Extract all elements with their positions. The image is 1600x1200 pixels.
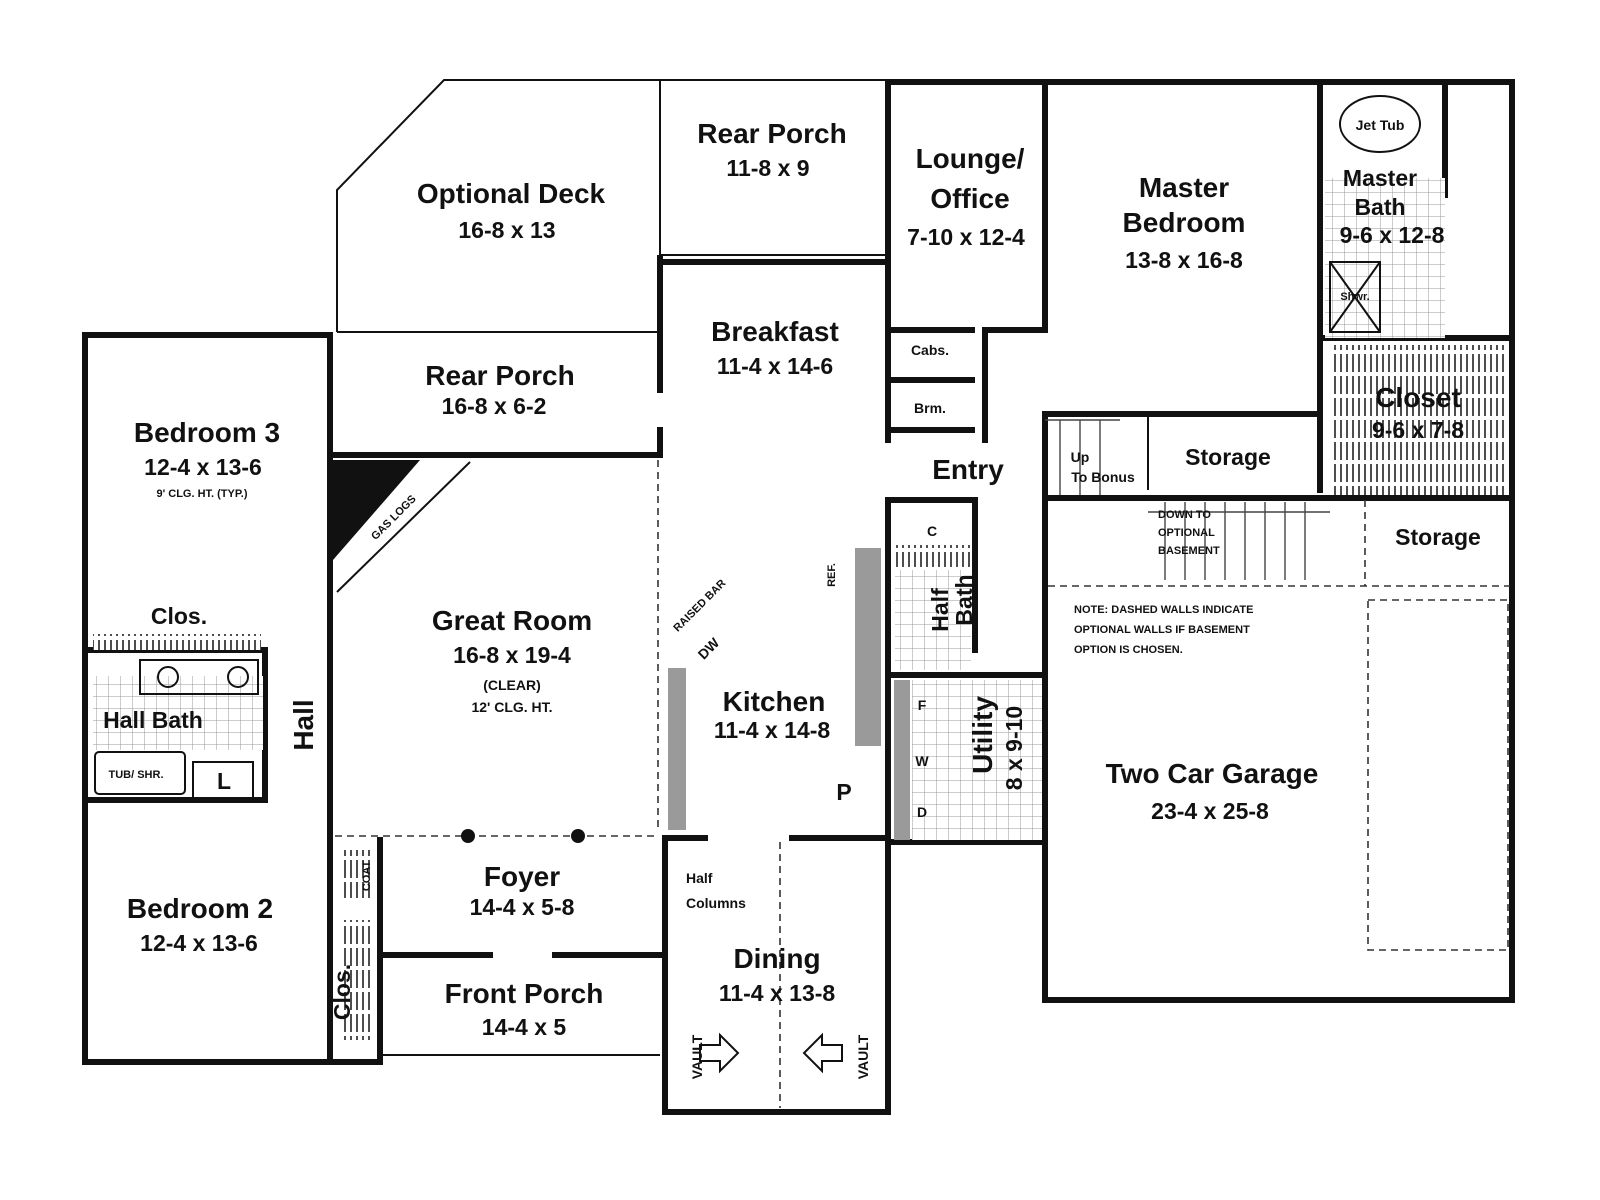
master-bath-name-1: Master [1343,165,1417,191]
rear-porch-top-size: 11-8 x 9 [726,155,809,181]
rear-porch-left-name: Rear Porch [425,360,574,391]
bedroom3-closet-label: Clos. [151,603,207,629]
refrigerator-label: REF. [826,563,838,587]
great-room-size: 16-8 x 19-4 [453,642,571,668]
utility-size: 8 x 9-10 [1001,706,1027,790]
note-line-3: OPTION IS CHOSEN. [1074,644,1183,656]
entry-name: Entry [932,454,1004,485]
hall-name: Hall [288,699,319,750]
walls [82,79,1515,1115]
half-bath-name-1: Half [927,588,953,632]
hall-bath-name: Hall Bath [103,707,203,733]
bedroom2-size: 12-4 x 13-6 [140,930,258,956]
master-bedroom-name-2: Bedroom [1123,207,1246,238]
dryer-label: D [917,804,927,820]
bedroom3-note: 9' CLG. HT. (TYP.) [156,488,247,500]
master-bath-name-2: Bath [1354,194,1405,220]
bedroom3-size: 12-4 x 13-6 [144,454,262,480]
half-columns-label-2: Columns [686,895,746,911]
dishwasher-label: DW [695,634,723,662]
vault-left-label: VAULT [689,1034,705,1079]
storage-right-name: Storage [1395,524,1481,550]
foyer-size: 14-4 x 5-8 [470,894,575,920]
front-porch-name: Front Porch [445,978,604,1009]
lounge-size: 7-10 x 12-4 [907,224,1025,250]
rear-porch-top-name: Rear Porch [697,118,846,149]
washer-label: W [915,753,929,769]
room-labels: Optional Deck 16-8 x 13 Rear Porch 11-8 … [103,118,1481,1040]
cabinets-label: Cabs. [911,342,949,358]
garage-size: 23-4 x 25-8 [1151,798,1269,824]
great-room-name: Great Room [432,605,592,636]
utility-name: Utility [967,696,998,774]
coat-closet-label: COAT [361,861,373,892]
plan-note: NOTE: DASHED WALLS INDICATE OPTIONAL WAL… [1074,604,1253,656]
half-columns-label-1: Half [686,870,713,886]
foyer-name: Foyer [484,861,560,892]
kitchen-size: 11-4 x 14-8 [714,717,831,743]
stairs-down-label-3: BASEMENT [1158,545,1220,557]
stairs-up-label-1: Up [1071,449,1090,465]
dining-name: Dining [733,943,820,974]
jet-tub-label: Jet Tub [1356,117,1405,133]
master-bedroom-size: 13-8 x 16-8 [1125,247,1243,273]
storage-upper-name: Storage [1185,444,1271,470]
stairs-down-label-1: DOWN TO [1158,509,1211,521]
rear-porch-left-size: 16-8 x 6-2 [442,393,547,419]
stairs-up-label-2: To Bonus [1071,469,1135,485]
broom-closet-label: Brm. [914,400,946,416]
pantry-label: P [836,779,851,805]
vault-right-label: VAULT [855,1034,871,1079]
freezer-label: F [918,697,927,713]
kitchen-name: Kitchen [723,686,826,717]
shower-label: Shwr. [1340,291,1369,303]
entry-closet-label: C [927,523,937,539]
closet-name: Closet [1375,382,1461,413]
bedroom3-name: Bedroom 3 [134,417,280,448]
master-bedroom-name-1: Master [1139,172,1229,203]
raised-bar-label: RAISED BAR [671,577,728,634]
tub-shower-label: TUB/ SHR. [109,769,164,781]
lounge-name-1: Lounge/ [916,143,1025,174]
note-line-1: NOTE: DASHED WALLS INDICATE [1074,604,1253,616]
bedroom2-name: Bedroom 2 [127,893,273,924]
front-porch-size: 14-4 x 5 [482,1014,567,1040]
stairs-down-label-2: OPTIONAL [1158,527,1215,539]
master-bath-size: 9-6 x 12-8 [1340,222,1445,248]
closet-size: 9-6 x 7-8 [1372,417,1464,443]
optional-deck-name: Optional Deck [417,178,606,209]
half-bath-name-2: Bath [951,574,977,625]
dining-size: 11-4 x 13-8 [719,980,836,1006]
bedroom2-closet-label: Clos. [329,964,355,1020]
note-line-2: OPTIONAL WALLS IF BASEMENT [1074,624,1250,636]
optional-deck-size: 16-8 x 13 [458,217,555,243]
garage-name: Two Car Garage [1106,758,1319,789]
great-room-note-2: 12' CLG. HT. [471,699,552,715]
breakfast-size: 11-4 x 14-6 [717,353,833,379]
great-room-note-1: (CLEAR) [483,677,541,693]
linen-label: L [217,768,231,794]
fixtures [93,95,1506,1074]
breakfast-name: Breakfast [711,316,839,347]
lounge-name-2: Office [930,183,1009,214]
